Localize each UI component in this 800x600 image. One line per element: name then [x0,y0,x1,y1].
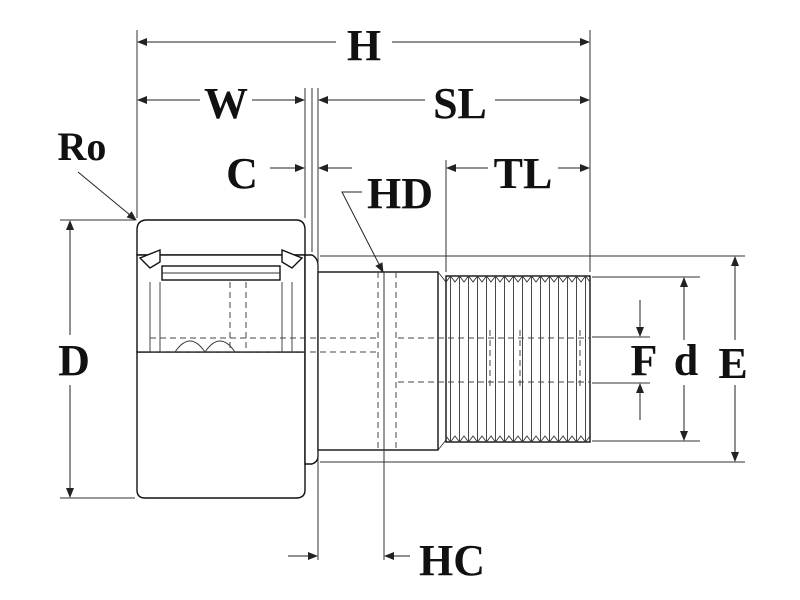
dimension-labels: H W SL Ro C HD TL D F d E HC [58,21,748,585]
seal-left [138,248,161,269]
label-d-thread: d [674,336,698,385]
outer-ring [136,351,306,499]
flange [304,254,319,465]
label-hc: HC [419,536,485,585]
label-d-outer: D [58,336,90,385]
label-h: H [347,21,381,70]
label-f: F [631,336,658,385]
outer-ring-section [136,219,306,256]
cam-follower-part [136,219,591,499]
thread-section [445,275,591,443]
seal-right [281,248,304,269]
label-e: E [718,339,747,388]
label-sl: SL [433,79,487,128]
dimension-lines [66,38,739,560]
label-c: C [226,149,258,198]
label-ro: Ro [58,124,107,169]
label-w: W [204,79,248,128]
label-tl: TL [494,149,553,198]
label-hd: HD [367,169,433,218]
